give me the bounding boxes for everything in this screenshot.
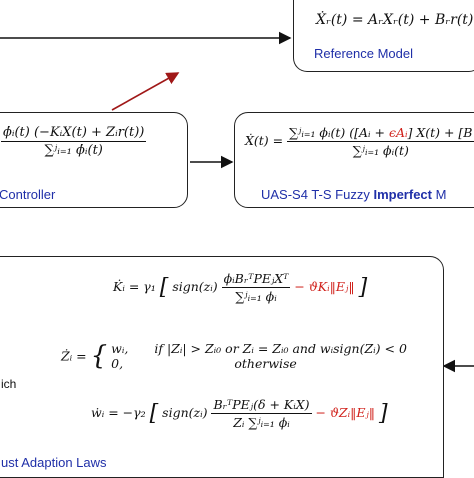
plant-uncertainty-term: ϵAᵢ [388,125,408,140]
plant-box: Ẋ(t) = ∑ʲᵢ₌₁ ϕᵢ(t) ([Aᵢ + ϵAᵢ] X(t) + [B… [234,112,474,208]
plant-numerator-b: ] X(t) + [B [407,125,473,140]
controller-equation: ϕ̇ᵢ(t) (−KᵢX(t) + Zᵢr(t)) ∑ʲᵢ₌₁ ϕ̇ᵢ(t) [1,125,147,158]
plant-label: UAS-S4 T-S Fuzzy Imperfect M [261,187,447,202]
controller-box: ϕ̇ᵢ(t) (−KᵢX(t) + Zᵢr(t)) ∑ʲᵢ₌₁ ϕ̇ᵢ(t) C… [0,112,188,208]
controller-numerator: ϕ̇ᵢ(t) (−KᵢX(t) + Zᵢr(t)) [1,125,147,142]
plant-equation: Ẋ(t) = ∑ʲᵢ₌₁ ϕᵢ(t) ([Aᵢ + ϵAᵢ] X(t) + [B… [245,125,474,158]
controller-denominator: ∑ʲᵢ₌₁ ϕ̇ᵢ(t) [44,143,103,158]
z-adaption-equation: Żᵢ = { wᵢ, 0, if |Zᵢ| > Zᵢ₀ or Zᵢ = Zᵢ₀ … [61,341,407,371]
reference-model-label: Reference Model [314,46,413,61]
k-adaption-equation: K̇ᵢ = γ₁ [ sign(zᵢ) ϕᵢBᵣᵀPEⱼXᵀ ∑ʲᵢ₌₁ ϕᵢ … [113,271,368,304]
adaption-laws-box: K̇ᵢ = γ₁ [ sign(zᵢ) ϕᵢBᵣᵀPEⱼXᵀ ∑ʲᵢ₌₁ ϕᵢ … [0,256,444,478]
controller-label: Controller [0,187,56,202]
plant-numerator-a: ∑ʲᵢ₌₁ ϕᵢ(t) ([Aᵢ + [289,125,389,140]
adaption-laws-label: ust Adaption Laws [1,455,107,470]
w-adaption-equation: ẇᵢ = −γ₂ [ sign(zᵢ) BᵣᵀPEⱼ(δ + KᵢX) Zᵢ ∑… [91,397,388,430]
reference-model-equation: Ẋᵣ(t) = AᵣXᵣ(t) + Bᵣr(t) [316,12,474,28]
k-red-term: − ϑKᵢ‖Eⱼ‖ [294,279,355,294]
plant-label-bold: Imperfect [373,187,432,202]
which-fragment: ich [1,377,17,391]
plant-lhs: Ẋ(t) = [245,133,284,148]
arrow-red-diagonal [111,72,180,111]
reference-model-box: Ẋᵣ(t) = AᵣXᵣ(t) + Bᵣr(t) Reference Model [293,0,474,72]
plant-denominator: ∑ʲᵢ₌₁ ϕᵢ(t) [352,143,409,158]
w-red-term: − ϑZᵢ‖Eⱼ‖ [315,405,376,420]
